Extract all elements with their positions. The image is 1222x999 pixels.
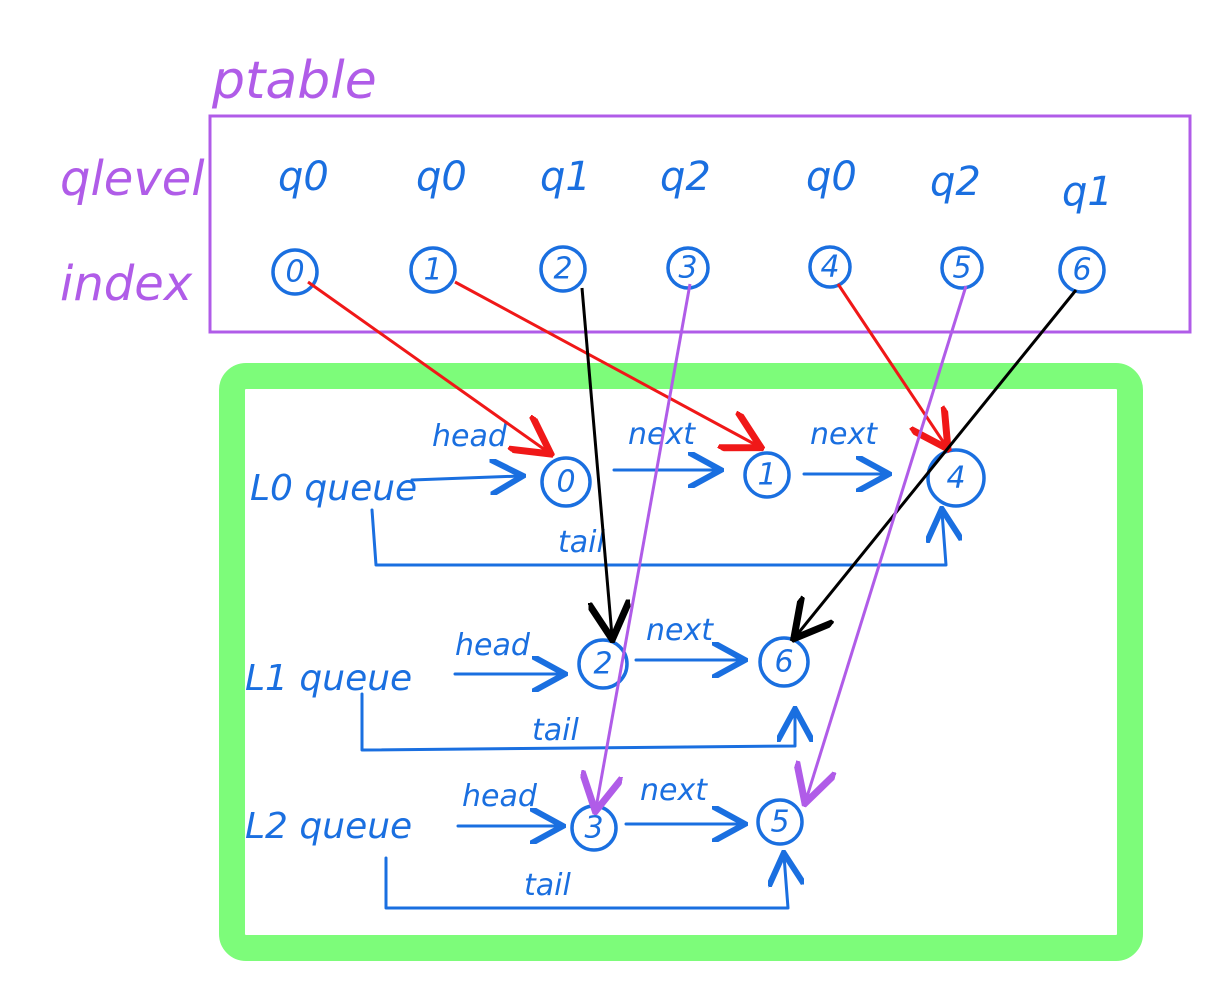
queue-node [758,636,810,688]
pointer-arrow-purple [596,283,692,808]
index-circle [1058,246,1106,294]
pointer-arrow-red [836,283,946,446]
queue-label: L1 queue [245,658,412,699]
index-value: 1 [423,253,442,288]
index-circle [808,245,852,289]
queue-node-value: 0 [556,465,575,500]
pointer-arrow-red [307,280,548,452]
index-cell: 4 [808,245,852,289]
l0-queue: L0 queue head 0 next 1 next 4 tail [250,417,986,567]
index-cell: 6 [1058,246,1106,294]
qlevel-cell: q1 [540,154,591,200]
index-value: 2 [553,252,572,287]
qlevel-row-label: qlevel [60,151,205,207]
queue-node-value: 3 [584,811,603,846]
head-label: head [455,628,531,663]
qlevel-row: q0 q0 q1 q2 q0 q2 q1 [278,154,1113,215]
qlevel-cell: q0 [278,154,329,200]
head-arrow [410,476,520,480]
pointer-arrow-black [580,287,612,636]
index-value: 4 [820,250,839,285]
pointer-arrow-red [454,280,758,446]
head-label: head [432,419,508,454]
tail-bracket [370,510,946,567]
qlevel-cell: q0 [416,154,467,200]
index-cell: 5 [940,246,984,290]
queue-node [743,451,791,499]
queue-node-value: 1 [757,458,776,493]
next-label: next [646,613,714,648]
index-circle [409,246,457,294]
pointer-arrow-black [796,289,1078,636]
queue-node-value: 2 [593,647,612,682]
queue-node-value: 5 [770,805,789,840]
index-cell: 1 [409,246,457,294]
next-label: next [640,773,708,808]
index-row-label: index [60,256,193,312]
ptable-title: ptable [211,51,377,111]
ptable-box [208,114,1192,334]
index-circle [940,246,984,290]
queue-node [540,456,592,508]
tail-bracket [360,692,795,752]
head-label: head [462,779,538,814]
qlevel-cell: q2 [930,159,981,205]
index-value: 5 [952,251,971,286]
queue-node [756,798,804,846]
l2-queue: L2 queue head 3 next 5 tail [245,773,804,910]
index-cell: 2 [539,245,587,293]
pointer-arrow-purple [806,285,968,800]
index-cell: 0 [271,248,319,296]
qlevel-cell: q1 [1062,169,1113,215]
index-cell: 3 [666,246,710,290]
index-value: 0 [285,255,304,290]
l1-queue: L1 queue head 2 next 6 tail [245,613,810,752]
queue-node-value: 4 [946,461,965,496]
pointer-arrows [307,280,1078,808]
tail-label: tail [558,525,605,560]
index-circle [271,248,319,296]
tail-label: tail [524,868,571,903]
queue-node-value: 6 [774,645,793,680]
tail-bracket [384,856,788,910]
index-value: 3 [678,251,697,286]
queue-label: L0 queue [250,468,417,509]
next-label: next [810,417,878,452]
queue-container [219,363,1143,961]
tail-label: tail [532,713,579,748]
qlevel-cell: q0 [806,154,857,200]
index-circle [539,245,587,293]
queue-label: L2 queue [245,806,412,847]
index-value: 6 [1072,253,1091,288]
qlevel-cell: q2 [660,154,711,200]
